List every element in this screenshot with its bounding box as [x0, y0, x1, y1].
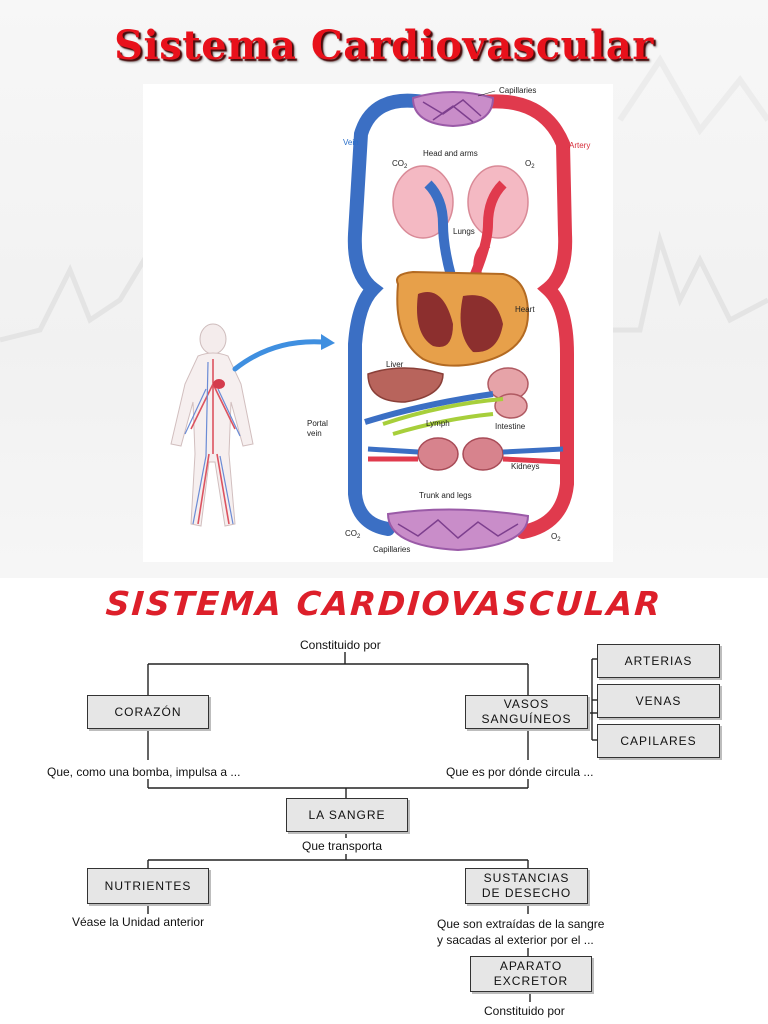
label-trunk-legs: Trunk and legs — [419, 491, 472, 500]
heart-illustration — [396, 270, 530, 367]
capillaries-top — [411, 91, 495, 128]
caption-transporta: Que transporta — [302, 839, 383, 853]
caption-nutrientes: Véase la Unidad anterior — [72, 915, 205, 929]
label-vein: Vein — [343, 138, 359, 147]
label-portal-vein-2: vein — [307, 429, 322, 438]
label-co2-top: CO2 — [392, 159, 408, 170]
caption-constituido-top: Constituido por — [300, 638, 381, 652]
circulation-illustration: Capillaries Vein Artery Head and arms CO… — [143, 84, 613, 562]
box-nutrientes: NUTRIENTES — [87, 868, 209, 904]
pointer-arrow — [232, 339, 326, 372]
caption-vasos: Que es por dónde circula ... — [446, 765, 594, 779]
vein-vessel — [347, 93, 430, 536]
left-kidney — [417, 437, 459, 471]
intestine — [487, 367, 529, 419]
label-liver: Liver — [386, 360, 404, 369]
label-capillaries-top: Capillaries — [499, 86, 536, 95]
box-la-sangre: LA SANGRE — [286, 798, 408, 832]
cardiovascular-slide: Sistema Cardiovascular — [0, 0, 768, 578]
label-artery: Artery — [569, 141, 590, 150]
label-intestine: Intestine — [495, 422, 526, 431]
box-sustancias-desecho: SUSTANCIAS DE DESECHO — [465, 868, 588, 904]
label-kidneys: Kidneys — [511, 462, 539, 471]
label-o2-top: O2 — [525, 159, 535, 170]
label-lungs: Lungs — [453, 227, 475, 236]
caption-sustancias-1: Que son extraídas de la sangre — [437, 917, 605, 931]
liver — [367, 367, 444, 403]
capillaries-bottom — [386, 508, 530, 552]
label-lymph: Lymph — [426, 419, 450, 428]
caption-constituido-bottom: Constituido por — [484, 1004, 565, 1018]
box-vasos-sanguineos: VASOS SANGUÍNEOS — [465, 695, 588, 729]
box-corazon: CORAZÓN — [87, 695, 209, 729]
human-body-figure — [170, 323, 254, 527]
lymph-vessels — [382, 397, 504, 436]
label-co2-bottom: CO2 — [345, 529, 361, 540]
concept-map: SISTEMA CARDIOVASCULAR Constituido por C… — [0, 578, 768, 1024]
right-kidney — [462, 437, 504, 471]
connector-lines — [147, 652, 597, 1002]
concept-map-title: SISTEMA CARDIOVASCULAR — [104, 584, 664, 623]
artery-vessel — [476, 94, 574, 539]
box-capilares: CAPILARES — [597, 724, 720, 758]
label-portal-vein-1: Portal — [307, 419, 328, 428]
caption-corazon: Que, como una bomba, impulsa a ... — [47, 765, 241, 779]
label-capillaries-bottom: Capillaries — [373, 545, 410, 554]
box-aparato-excretor: APARATO EXCRETOR — [470, 956, 592, 992]
box-venas: VENAS — [597, 684, 720, 718]
label-heart: Heart — [515, 305, 535, 314]
label-o2-bottom: O2 — [551, 532, 561, 543]
slide-title: Sistema Cardiovascular — [114, 22, 654, 69]
right-lung — [467, 165, 529, 239]
box-arterias: ARTERIAS — [597, 644, 720, 678]
label-head-arms: Head and arms — [423, 149, 478, 158]
caption-sustancias-2: y sacadas al exterior por el ... — [437, 933, 594, 947]
